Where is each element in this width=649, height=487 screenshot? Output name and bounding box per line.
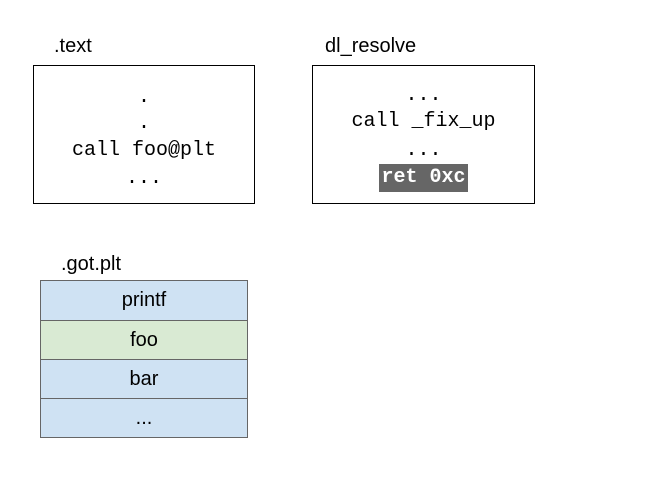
code-line-call-foo-plt: call foo@plt	[71, 139, 217, 162]
code-line: ...	[125, 167, 162, 190]
text-section-title: .text	[54, 35, 92, 57]
code-line: .	[137, 86, 150, 109]
code-line: ...	[405, 84, 442, 107]
code-line: ...	[405, 139, 442, 162]
got-entry-printf: printf	[40, 280, 248, 321]
dl-resolve-box: ... call _fix_up ... ret 0xc	[312, 65, 535, 204]
dl-resolve-title: dl_resolve	[325, 35, 417, 57]
ret-0xc-highlight: ret 0xc	[379, 164, 468, 192]
got-entry-foo: foo	[40, 320, 248, 360]
got-plt-title: .got.plt	[61, 253, 122, 275]
got-entry-ellipsis: ...	[40, 398, 248, 438]
got-plt-table: printf foo bar ...	[40, 280, 248, 438]
code-line: .	[137, 112, 150, 135]
text-section-box: . . call foo@plt ...	[33, 65, 255, 204]
code-line-ret-highlight: ret 0xc	[313, 164, 534, 192]
code-line-call-fix-up: call _fix_up	[351, 110, 496, 133]
got-entry-bar: bar	[40, 359, 248, 399]
